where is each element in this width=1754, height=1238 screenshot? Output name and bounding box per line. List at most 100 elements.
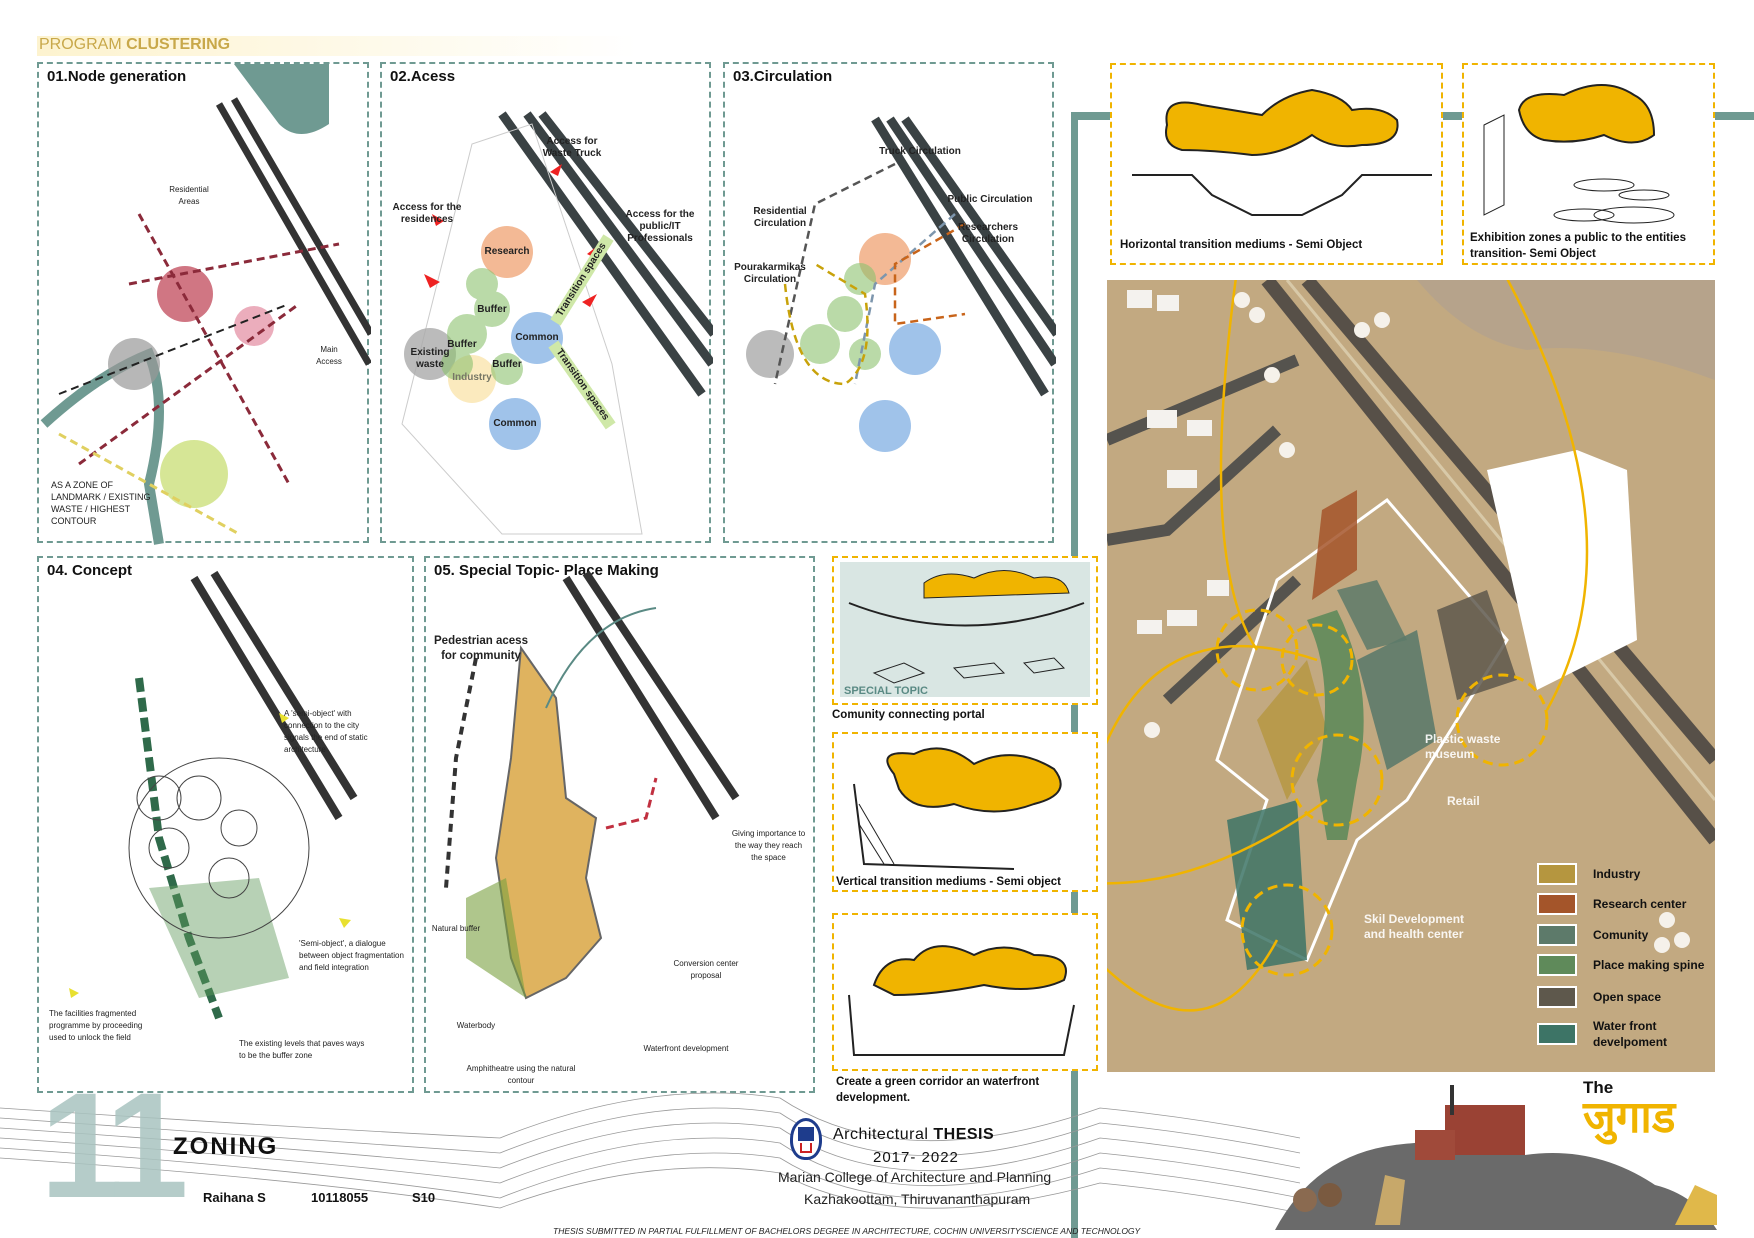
sheet-number: 11: [40, 1061, 189, 1229]
zone-label: Skil Development and health center: [1364, 912, 1465, 941]
node-circle: [160, 440, 228, 508]
label: Research: [484, 246, 530, 257]
vignette-caption: Horizontal transition mediums - Semi Obj…: [1120, 239, 1363, 251]
zone-label: Plastic waste museum: [1425, 732, 1501, 761]
panel-access: 02.Acess Access for Waste Truck Access f…: [380, 62, 713, 543]
label: Amphitheatre using the natural contour: [466, 1064, 576, 1085]
note: 'Semi-object', a dialogue between object…: [299, 939, 404, 972]
thesis-years: 2017- 2022: [873, 1149, 959, 1166]
label: Public Circulation: [947, 194, 1033, 205]
panel-title: 05. Special Topic- Place Making: [434, 562, 659, 579]
access-diagram: [401, 111, 713, 535]
note: Residential Areas: [169, 185, 209, 206]
student-name: Raihana S: [203, 1190, 266, 1205]
label: Waterfront development: [643, 1044, 729, 1053]
special-topic-tag: SPECIAL TOPIC: [844, 685, 928, 697]
legend-swatch: [1537, 924, 1577, 946]
vignette-special-topic: SPECIAL TOPIC: [832, 556, 1098, 705]
legend-swatch: [1537, 1023, 1577, 1045]
panel-title: 04. Concept: [47, 562, 133, 579]
circulation-diagram: [746, 116, 1056, 452]
label: Truck Circulation: [879, 146, 961, 157]
vignette-exhibition: Exhibition zones a public to the entitie…: [1462, 63, 1715, 265]
contour-lines-graphic: [0, 1092, 1301, 1214]
label: Access for the public/IT Professionals: [625, 209, 695, 244]
legend-item: Industry: [1537, 863, 1640, 885]
horizontal-sketch: [1132, 88, 1432, 216]
node-circle: [234, 306, 274, 346]
label: Buffer: [447, 339, 477, 350]
label: Existing waste: [410, 347, 450, 370]
thesis-label-bold: THESIS: [933, 1126, 995, 1143]
label: Conversion center proposal: [673, 959, 739, 980]
vertical-sketch: [853, 747, 1062, 870]
label: Pourakarmikas Circulation: [734, 262, 806, 285]
legend-item: Open space: [1537, 986, 1661, 1008]
teal-divider: [1443, 112, 1463, 120]
panel-circulation: 03.Circulation Truck Circulation Public …: [723, 62, 1056, 543]
note: Main Access: [316, 345, 342, 366]
legend-swatch: [1537, 863, 1577, 885]
landfill-collage: [1275, 1085, 1717, 1230]
label: Residential Circulation: [753, 206, 807, 229]
vignette-caption: Comunity connecting portal: [832, 709, 985, 721]
vignette-caption: Create a green corridor an waterfront de…: [836, 1076, 1040, 1104]
project-name-logo: जुगाड: [1583, 1092, 1676, 1143]
site-model-drawing: [1107, 280, 1715, 1012]
panel-title: 01.Node generation: [47, 68, 187, 85]
logo-mark: [800, 1143, 812, 1153]
title-bold: CLUSTERING: [126, 36, 231, 53]
semester: S10: [412, 1190, 436, 1205]
vignette-green-corridor: [832, 913, 1098, 1071]
legend-item: Water front develpoment: [1537, 1018, 1673, 1050]
panel-special-topic: 05. Special Topic- Place Making Pedestri…: [424, 556, 815, 1093]
project-the: The: [1583, 1078, 1614, 1097]
legend-label: Water front develpoment: [1593, 1019, 1668, 1049]
legend-swatch: [1537, 954, 1577, 976]
college-location: Kazhakoottam, Thiruvananthapuram: [804, 1191, 1031, 1207]
submission-note: THESIS SUBMITTED IN PARTIAL FULFILLMENT …: [553, 1226, 1141, 1236]
zone-label: Retail: [1447, 794, 1480, 808]
exhibition-sketch: [1483, 84, 1675, 224]
panel-node-generation: 01.Node generation Residential Areas Mai…: [37, 62, 371, 545]
label: Access for the residences: [392, 202, 462, 225]
label: Common: [515, 332, 559, 343]
legend-label: Open space: [1593, 990, 1662, 1004]
label: Giving importance to the way they reach …: [731, 829, 806, 862]
place-making-sketch: [444, 570, 740, 1000]
label: Buffer: [477, 304, 507, 315]
note: A 'semi-object' with connection to the c…: [284, 709, 368, 754]
legend-label: Comunity: [1593, 928, 1649, 942]
concept-sketch: [69, 570, 358, 1020]
sheet-title: ZONING: [173, 1133, 279, 1160]
thesis-label: Architectural THESIS: [833, 1126, 994, 1144]
legend-swatch: [1537, 893, 1577, 915]
section-title: PROGRAM CLUSTERING: [37, 36, 637, 56]
thesis-label-light: Architectural: [833, 1126, 934, 1143]
title-prefix: PROGRAM: [39, 36, 127, 53]
legend-label: Research center: [1593, 897, 1687, 911]
label: Common: [493, 418, 537, 429]
site-model-photo: Plastic waste museum Retail Skil Develop…: [1107, 280, 1715, 1072]
green-corridor-sketch: [848, 945, 1075, 1056]
label: Industry: [452, 372, 492, 383]
roll-number: 10118055: [311, 1190, 369, 1205]
legend-label: Place making spine: [1593, 958, 1705, 972]
legend-item: Comunity: [1537, 924, 1648, 946]
water-body: [234, 64, 329, 134]
vignette-caption: Exhibition zones a public to the entitie…: [1470, 232, 1686, 260]
label: Natural buffer: [431, 924, 481, 933]
vignette-vertical: Vertical transition mediums - Semi objec…: [832, 732, 1098, 892]
legend-swatch: [1537, 986, 1577, 1008]
legend-item: Research center: [1537, 893, 1686, 915]
label: Researchers Circulation: [957, 222, 1019, 245]
college-name: Marian College of Architecture and Plann…: [778, 1169, 1052, 1185]
collage-image: [1275, 1085, 1717, 1230]
vignette-horizontal: Horizontal transition mediums - Semi Obj…: [1110, 63, 1443, 265]
label: Pedestrian acess for community: [434, 635, 528, 662]
teal-divider: [1715, 112, 1754, 120]
label: Buffer: [492, 359, 522, 370]
portal-sketch: [848, 570, 1085, 684]
node-sketch: [40, 64, 371, 545]
logo-mark: [798, 1127, 814, 1141]
